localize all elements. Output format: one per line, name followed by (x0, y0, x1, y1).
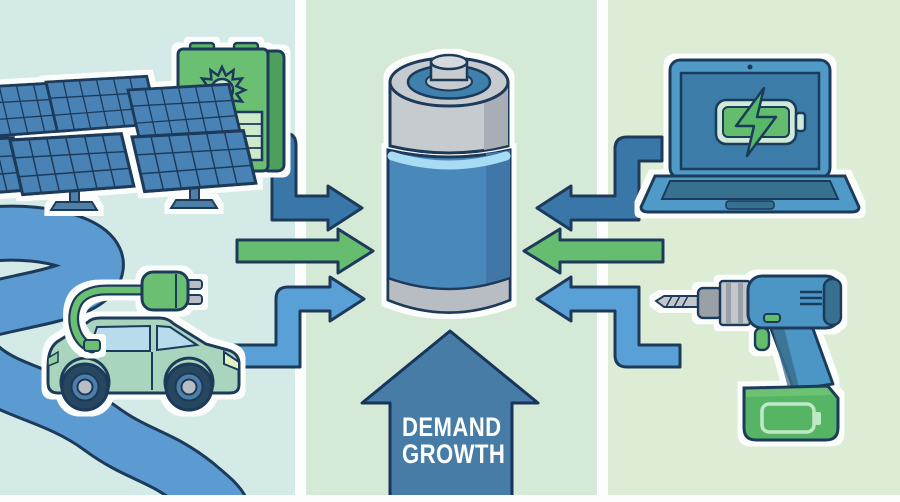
arrow-solar-to-battery (270, 131, 364, 232)
drill-trigger (753, 326, 771, 352)
laptop-icon (639, 58, 861, 214)
arrows-layer (233, 131, 682, 369)
charging-plug-icon (68, 270, 203, 354)
solar-panel-array (0, 41, 286, 211)
power-drill-icon (654, 274, 843, 442)
drill-bit (654, 295, 701, 308)
road (0, 204, 248, 502)
keyboard (660, 180, 840, 200)
drill-battery-pack (742, 384, 840, 442)
arrow-left-grid-to-battery (235, 227, 375, 275)
demand-growth-label-line2: GROWTH (402, 440, 505, 470)
arrow-drill-to-battery (535, 275, 682, 369)
arrow-right-grid-to-battery (522, 227, 665, 275)
trackpad (725, 200, 775, 210)
charge-port (83, 339, 101, 352)
ev-car (46, 316, 241, 412)
car-front-window (156, 324, 200, 352)
arrow-laptop-to-battery (535, 135, 664, 232)
headlight (223, 350, 240, 372)
bottom-border (0, 495, 900, 502)
webcam-dot (747, 64, 753, 70)
demand-growth-arrow: DEMAND GROWTH (360, 329, 540, 502)
demand-growth-label-line1: DEMAND (402, 413, 502, 443)
battery-charging-icon (714, 86, 807, 158)
taillight (47, 350, 59, 368)
drill-chuck (718, 279, 752, 327)
grid-storage-battery (386, 53, 512, 314)
arrow-ev-to-battery (233, 275, 366, 369)
solar-panel-stands (49, 183, 219, 211)
car-wheels (60, 362, 214, 412)
lightning-bolt-icon (734, 86, 778, 158)
